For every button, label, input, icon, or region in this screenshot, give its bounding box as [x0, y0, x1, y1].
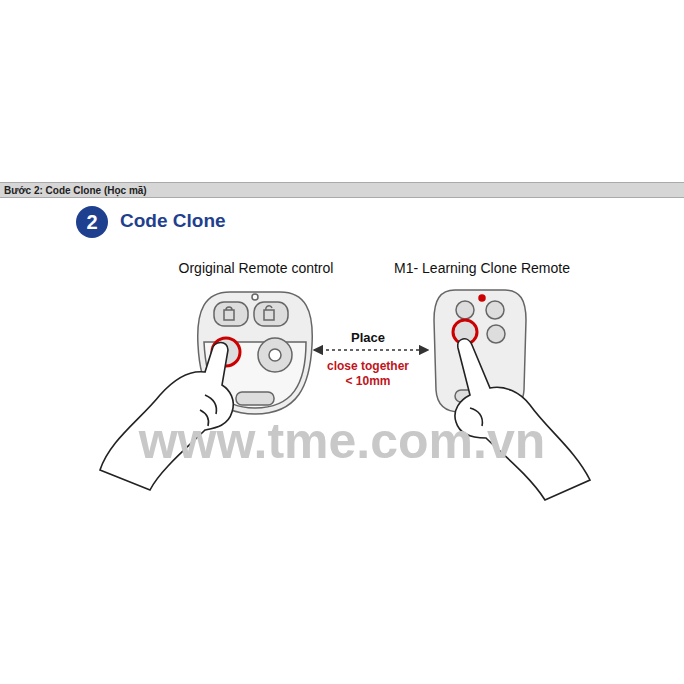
node-text: 2: [86, 211, 97, 234]
watermark: www.tme.com.vn: [139, 412, 546, 470]
remote-caption: M1- Learning Clone Remote: [394, 260, 570, 276]
distance-value: < 10mm: [345, 374, 390, 388]
step-number-circle: 2: [76, 206, 108, 238]
distance-arrow: [314, 349, 428, 350]
arrow-label: Place: [349, 330, 387, 345]
distance-note: close together: [327, 359, 409, 373]
remote-caption: Orgiginal Remote control: [179, 260, 334, 276]
step-band: Bước 2: Code Clone (Học mã): [0, 182, 684, 198]
node-text: Bước 2: Code Clone (Học mã): [4, 185, 147, 196]
section-heading: Code Clone: [120, 210, 226, 232]
